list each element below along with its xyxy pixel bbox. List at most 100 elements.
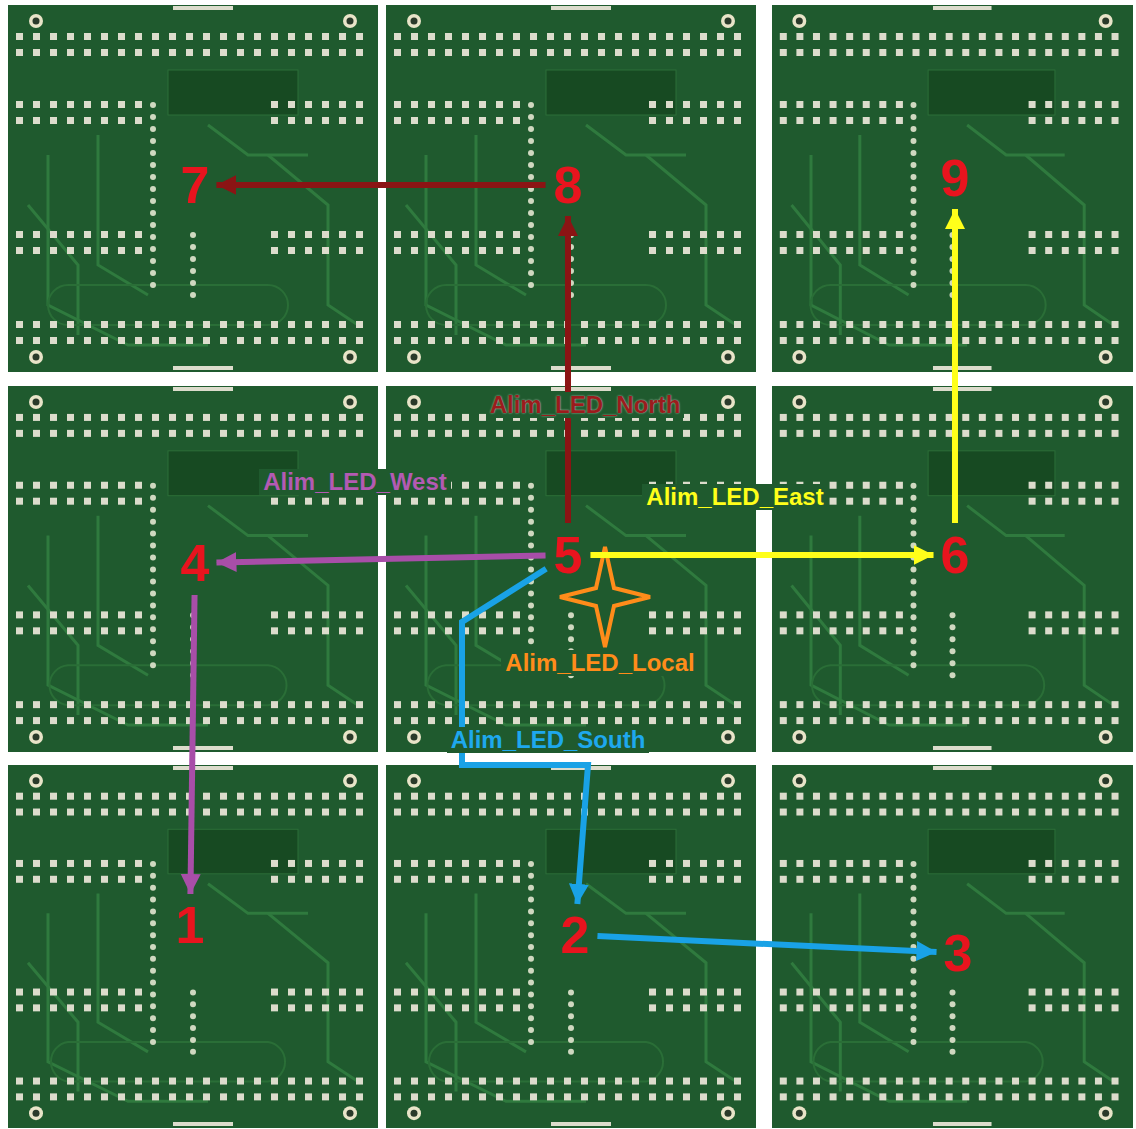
mounting-hole — [721, 774, 735, 788]
smd-pad — [1062, 627, 1069, 634]
smd-pad — [879, 989, 886, 996]
smd-pad — [411, 876, 418, 883]
smd-pad — [394, 989, 401, 996]
smd-pad — [67, 247, 74, 254]
smd-pad — [271, 627, 278, 634]
smd-pad — [962, 701, 969, 708]
smd-pad — [796, 337, 803, 344]
mounting-hole — [411, 354, 418, 361]
smd-pad — [411, 1093, 418, 1100]
mounting-hole — [29, 14, 43, 28]
smd-pad — [962, 717, 969, 724]
mounting-hole — [792, 730, 806, 744]
smd-pad — [288, 793, 295, 800]
smd-pad — [863, 482, 870, 489]
smd-pad — [33, 117, 40, 124]
smd-pad — [322, 321, 329, 328]
smd-pad — [598, 1093, 605, 1100]
smd-pad — [322, 1004, 329, 1011]
pcb-trace — [967, 506, 1065, 536]
smd-pad — [288, 1004, 295, 1011]
smd-pad — [169, 793, 176, 800]
smd-pad — [322, 1093, 329, 1100]
smd-pad — [152, 33, 159, 40]
header-pin — [910, 102, 916, 108]
smd-pad — [813, 701, 820, 708]
header-pin — [950, 989, 956, 995]
smd-pad — [135, 809, 142, 816]
smd-pad — [912, 33, 919, 40]
smd-pad — [780, 321, 787, 328]
smd-pad — [496, 231, 503, 238]
smd-pad — [220, 414, 227, 421]
smd-pad — [84, 430, 91, 437]
mounting-hole — [721, 730, 735, 744]
smd-pad — [118, 231, 125, 238]
smd-pad — [1078, 498, 1085, 505]
smd-pad — [1029, 717, 1036, 724]
pcb-ground — [8, 5, 378, 372]
smd-pad — [411, 860, 418, 867]
smd-pad — [813, 809, 820, 816]
smd-pad — [339, 793, 346, 800]
smd-pad — [1095, 482, 1102, 489]
smd-pad — [683, 860, 690, 867]
smd-pad — [271, 793, 278, 800]
smd-pad — [796, 1004, 803, 1011]
smd-pad — [411, 49, 418, 56]
smd-pad — [101, 876, 108, 883]
smd-pad — [356, 809, 363, 816]
smd-pad — [1095, 231, 1102, 238]
header-pin — [528, 1027, 534, 1033]
smd-pad — [1012, 717, 1019, 724]
header-pin — [950, 660, 956, 666]
smd-pad — [411, 1004, 418, 1011]
pcb-ground — [386, 5, 756, 372]
smd-pad — [879, 809, 886, 816]
smd-pad — [666, 989, 673, 996]
smd-pad — [339, 231, 346, 238]
smd-pad — [462, 101, 469, 108]
smd-pad — [717, 430, 724, 437]
smd-pad — [863, 231, 870, 238]
smd-pad — [271, 1004, 278, 1011]
smd-pad — [598, 793, 605, 800]
smd-pad — [979, 321, 986, 328]
smd-pad — [220, 430, 227, 437]
smd-pad — [237, 1093, 244, 1100]
smd-pad — [50, 627, 57, 634]
smd-pad — [33, 1093, 40, 1100]
smd-pad — [734, 701, 741, 708]
smd-pad — [734, 989, 741, 996]
smd-pad — [581, 1093, 588, 1100]
smd-pad — [879, 117, 886, 124]
smd-pad — [734, 117, 741, 124]
smd-pad — [830, 101, 837, 108]
smd-pad — [530, 49, 537, 56]
smd-pad — [135, 430, 142, 437]
smd-pad — [445, 809, 452, 816]
smd-pad — [445, 414, 452, 421]
smd-pad — [962, 1078, 969, 1085]
smd-pad — [84, 860, 91, 867]
smd-pad — [615, 701, 622, 708]
mounting-hole — [343, 774, 357, 788]
smd-pad — [356, 247, 363, 254]
pcb-panel — [386, 5, 756, 372]
smd-pad — [896, 337, 903, 344]
pcb-trace — [268, 155, 358, 325]
pcb-trace — [208, 506, 308, 536]
header-pin — [528, 873, 534, 879]
smd-pad — [220, 337, 227, 344]
smd-pad — [203, 33, 210, 40]
smd-pad — [813, 876, 820, 883]
smd-pad — [237, 430, 244, 437]
smd-pad — [322, 627, 329, 634]
smd-pad — [649, 611, 656, 618]
header-pin — [528, 114, 534, 120]
header-pin — [528, 210, 534, 216]
smd-pad — [1095, 337, 1102, 344]
header-pin — [528, 920, 534, 926]
smd-pad — [896, 101, 903, 108]
smd-pad — [1062, 1078, 1069, 1085]
